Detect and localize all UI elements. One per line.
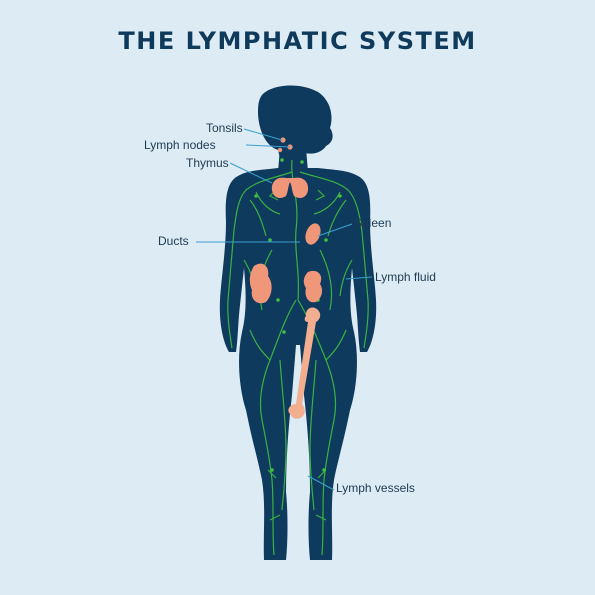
femur-bone	[288, 307, 321, 419]
leader-lines	[196, 128, 373, 491]
label-thymus: Thymus	[186, 156, 229, 170]
label-spleen: Spleen	[354, 216, 392, 230]
label-lymph-vessels: Lymph vessels	[336, 481, 415, 495]
label-ducts: Ducts	[158, 234, 189, 248]
diagram-title: THE LYMPHATIC SYSTEM	[118, 27, 477, 55]
spleen	[305, 223, 321, 245]
label-lymph-fluid: Lymph fluid	[375, 270, 436, 284]
thymus	[271, 177, 309, 198]
label-lymph-nodes: Lymph nodes	[144, 138, 216, 152]
lymph-vessels-network	[227, 159, 369, 556]
label-tonsils: Tonsils	[206, 121, 243, 135]
intestines	[249, 263, 323, 304]
